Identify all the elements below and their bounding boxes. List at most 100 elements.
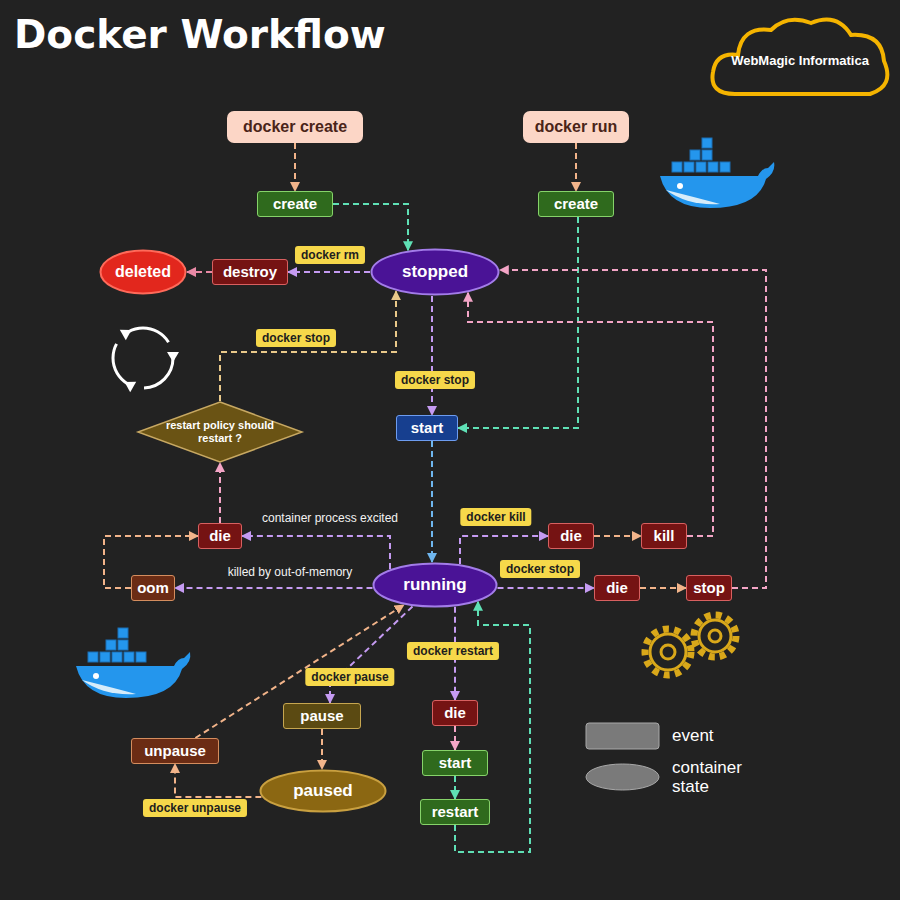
node-text: start — [411, 419, 444, 436]
connector — [220, 291, 396, 401]
node-text: die — [560, 527, 582, 544]
node-text: kill — [654, 527, 675, 544]
event-box: start — [422, 750, 488, 776]
container-block — [118, 640, 128, 650]
container-block — [136, 652, 146, 662]
container-block — [118, 628, 128, 638]
legend-swatch — [585, 722, 660, 750]
event-box: restart — [420, 799, 490, 825]
event-box: oom — [131, 575, 175, 601]
connector — [195, 605, 403, 738]
whale-body — [76, 652, 190, 698]
connector — [640, 587, 686, 589]
command-box: docker create — [227, 111, 363, 143]
node-text: docker run — [535, 118, 618, 136]
cycle-icon — [113, 325, 179, 392]
container-block — [708, 162, 718, 172]
event-box: unpause — [131, 738, 219, 764]
container-block — [100, 652, 110, 662]
container-block — [720, 162, 730, 172]
cycle-arrowhead — [122, 377, 137, 392]
node-text: oom — [137, 579, 169, 596]
node-text: start — [439, 754, 472, 771]
event-box: create — [257, 191, 333, 217]
connector — [468, 293, 713, 536]
state-ellipse: paused — [259, 769, 387, 813]
gear-body — [699, 620, 731, 652]
container-block — [702, 138, 712, 148]
connector — [288, 271, 370, 273]
diagram-title: Docker Workflow — [14, 12, 386, 57]
cloud-outline — [712, 19, 887, 94]
edge-label: docker kill — [460, 508, 531, 526]
connector — [431, 296, 433, 415]
node-text: paused — [293, 781, 353, 801]
state-outline — [101, 251, 186, 294]
container-block — [106, 640, 116, 650]
legend-text: container state — [672, 759, 772, 796]
gears-icon — [645, 615, 736, 675]
event-box: die — [548, 523, 594, 549]
event-box: stop — [686, 575, 732, 601]
connector — [219, 463, 221, 523]
connector — [498, 587, 595, 589]
container-block — [684, 162, 694, 172]
connector — [594, 535, 641, 537]
event-box: pause — [283, 703, 361, 729]
cycle-arrowhead — [120, 325, 135, 340]
edge-label: docker unpause — [143, 799, 247, 817]
decision-diamond: restart policy should restart ? — [137, 401, 303, 463]
connector — [294, 143, 296, 191]
legend-swatch — [585, 763, 660, 791]
connector — [321, 729, 323, 769]
edge-label: killed by out-of-memory — [228, 565, 353, 579]
connector — [175, 587, 373, 589]
node-text: create — [273, 195, 317, 212]
event-box: destroy — [212, 259, 288, 285]
diamond-outline — [138, 402, 302, 462]
connector — [500, 270, 766, 588]
event-box: die — [432, 700, 478, 726]
node-text: stop — [693, 579, 725, 596]
cycle-arc — [113, 328, 173, 388]
connector — [242, 536, 390, 569]
container-block — [672, 162, 682, 172]
container-block — [696, 162, 706, 172]
event-box: create — [538, 191, 614, 217]
connector — [454, 726, 456, 750]
connector — [454, 776, 456, 799]
container-block — [690, 150, 700, 160]
node-text: destroy — [223, 263, 277, 280]
gear-hub — [661, 645, 675, 659]
gear-body — [650, 634, 686, 670]
event-box: die — [594, 575, 640, 601]
legend-text: event — [672, 727, 772, 746]
connector — [575, 143, 577, 191]
edge-label: docker pause — [305, 668, 394, 686]
legend-shape — [586, 764, 659, 790]
gear-hub — [709, 630, 721, 642]
edge-label: docker stop — [500, 560, 580, 578]
node-text: docker create — [243, 118, 347, 136]
node-text: running — [403, 575, 466, 595]
node-text: pause — [300, 707, 343, 724]
logo-cloud: WebMagic Informatica — [705, 12, 895, 102]
state-ellipse: stopped — [370, 248, 500, 296]
connector — [431, 441, 433, 562]
edge-label: docker rm — [295, 246, 365, 264]
node-text: WebMagic Informatica — [731, 54, 869, 69]
state-outline — [372, 250, 499, 295]
state-ellipse: deleted — [99, 249, 187, 295]
gear-teeth — [645, 629, 691, 675]
state-outline — [374, 564, 497, 607]
node-text: die — [606, 579, 628, 596]
whale-body — [660, 162, 774, 208]
whale-eye — [93, 673, 99, 679]
state-outline — [261, 771, 386, 812]
node-text: restart policy should restart ? — [165, 419, 275, 444]
node-text: unpause — [144, 742, 206, 759]
node-text: create — [554, 195, 598, 212]
cycle-arrowhead — [167, 352, 179, 362]
edge-label: container process excited — [262, 511, 398, 525]
node-text: stopped — [402, 262, 468, 282]
